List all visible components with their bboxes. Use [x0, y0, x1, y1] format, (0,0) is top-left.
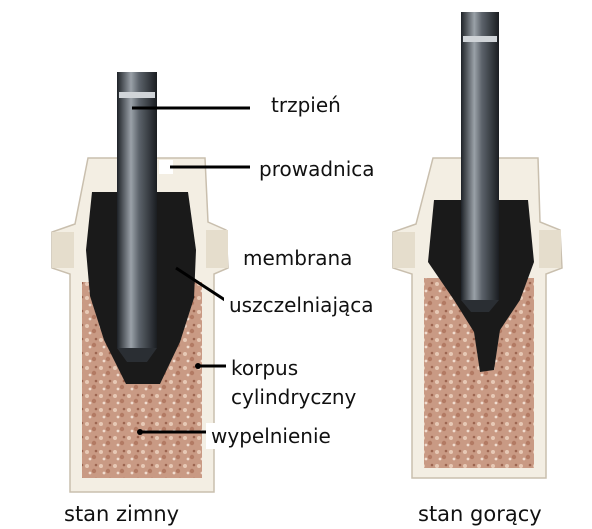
caption-cold-state: stan zimny — [64, 502, 179, 526]
label-wypelnienie: wypelnienie — [206, 423, 336, 449]
hot-state-cross-section — [393, 12, 562, 478]
label-prowadnica: prowadnica — [254, 156, 380, 182]
label-korpus: korpus — [226, 355, 303, 381]
label-trzpien: trzpień — [266, 92, 346, 118]
label-uszczelniajaca: uszczelniająca — [224, 292, 379, 318]
cold-rod — [117, 72, 157, 362]
hot-rod — [461, 12, 499, 312]
caption-hot-state: stan gorący — [418, 502, 542, 526]
label-cylindryczny: cylindryczny — [226, 384, 361, 410]
label-membrana: membrana — [238, 245, 357, 271]
